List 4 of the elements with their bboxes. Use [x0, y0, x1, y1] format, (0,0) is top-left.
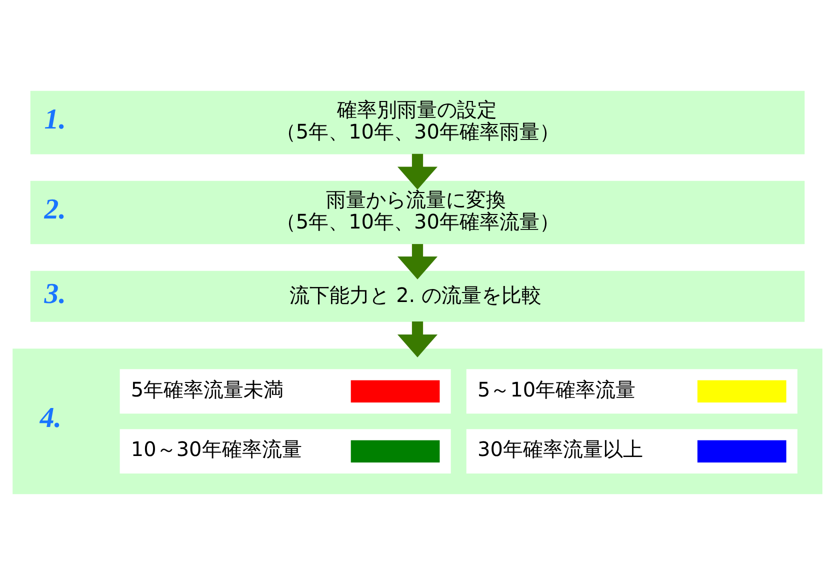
legend-label: 5～10年確率流量	[477, 377, 636, 402]
legend-label: 10～30年確率流量	[130, 437, 302, 462]
legend-label: 30年確率流量以上	[477, 437, 643, 462]
legend-label: 5年確率流量未満	[130, 377, 284, 402]
